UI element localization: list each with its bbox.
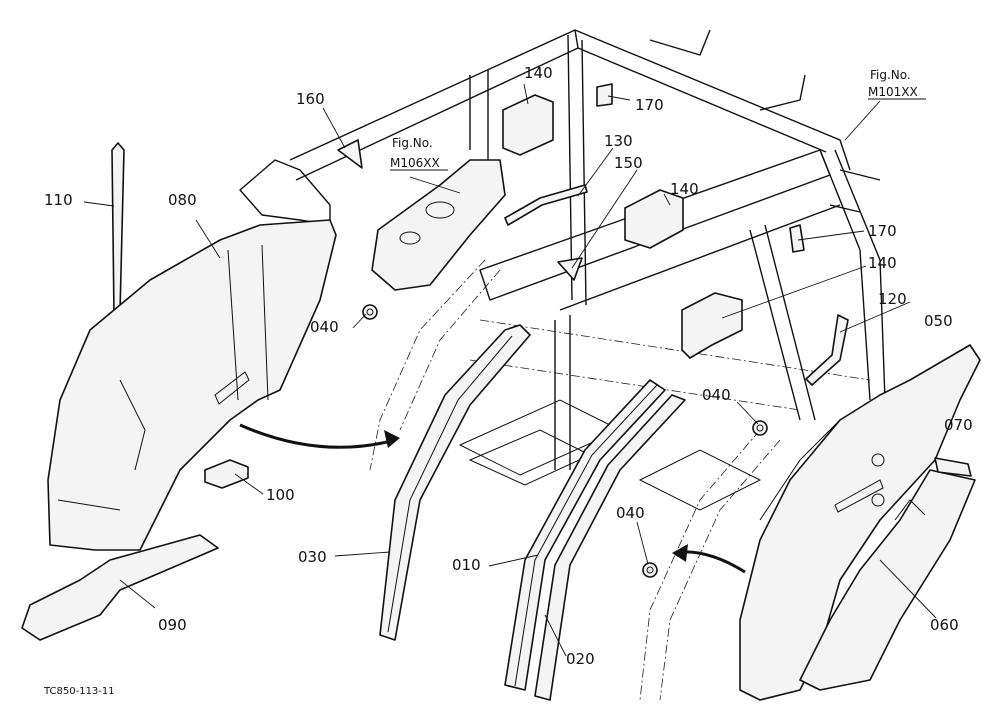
callout-140-top: 140 (524, 64, 553, 82)
part-070-pad (934, 457, 972, 477)
callout-020: 020 (566, 650, 595, 668)
callout-050: 050 (924, 312, 953, 330)
part-060-panel (799, 469, 976, 691)
callout-160: 160 (296, 90, 325, 108)
part-170-pad-top (596, 83, 613, 107)
part-150-triangle (557, 257, 583, 281)
callout-100: 100 (266, 486, 295, 504)
assembly-arrow-left (239, 423, 400, 449)
callout-070: 070 (944, 416, 973, 434)
callout-140-right: 140 (670, 180, 699, 198)
part-110-strip (111, 142, 125, 316)
assembly-arrow-right (672, 544, 746, 574)
callout-labels: 110 080 160 140 170 130 150 140 170 140 … (44, 64, 973, 668)
part-160-bracket (337, 139, 363, 169)
nut-040-left (362, 304, 378, 320)
part-090-plate (21, 534, 219, 641)
callout-120: 120 (878, 290, 907, 308)
callout-090: 090 (158, 616, 187, 634)
callout-010: 010 (452, 556, 481, 574)
callout-080: 080 (168, 191, 197, 209)
callout-040-left: 040 (310, 318, 339, 336)
figure-ref-m106: Fig.No. M106XX (390, 136, 448, 171)
drawing-code: TC850-113-11 (43, 686, 115, 697)
callout-170-right: 170 (868, 222, 897, 240)
center-tank (371, 159, 506, 291)
figure-ref-title: Fig.No. (870, 68, 911, 82)
figure-ref-title: Fig.No. (392, 136, 433, 150)
callout-110: 110 (44, 191, 73, 209)
callout-130: 130 (604, 132, 633, 150)
part-140-block-right (624, 189, 684, 249)
callout-150: 150 (614, 154, 643, 172)
part-140-block-lower (681, 292, 743, 359)
part-020-arch (534, 394, 686, 701)
part-100-block (204, 459, 249, 489)
leader-lines (83, 83, 937, 657)
callout-040-bottom: 040 (616, 504, 645, 522)
cab-frame (239, 29, 886, 511)
part-120-strip (805, 314, 849, 386)
callout-030: 030 (298, 548, 327, 566)
nut-040-right (752, 420, 768, 436)
part-170-pad-right (789, 224, 805, 253)
part-050-right-fender (739, 344, 981, 701)
nut-040-bottom (642, 562, 658, 578)
callout-140-lower: 140 (868, 254, 897, 272)
callout-060: 060 (930, 616, 959, 634)
part-030-arch (379, 324, 531, 641)
part-130-strip (504, 184, 588, 226)
figure-ref-m101: Fig.No. M101XX (868, 68, 926, 100)
callout-170-top: 170 (635, 96, 664, 114)
callout-040-right: 040 (702, 386, 731, 404)
part-140-block-top (502, 94, 554, 156)
part-010-arch (504, 379, 666, 691)
figure-ref-number: M101XX (868, 85, 918, 99)
figure-ref-number: M106XX (390, 156, 440, 170)
